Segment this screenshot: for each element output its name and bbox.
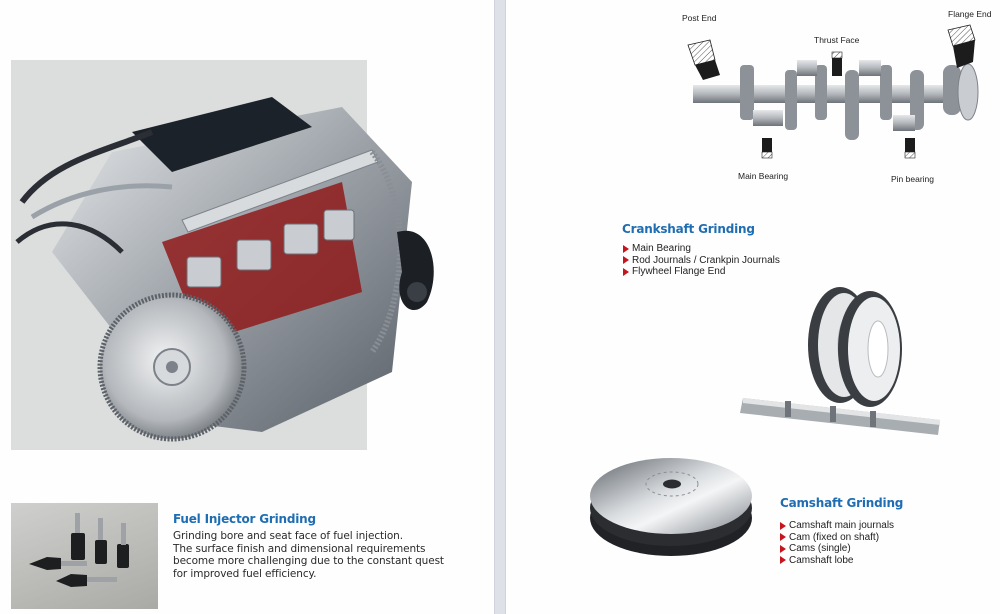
- bullet-arrow-icon: [780, 544, 786, 553]
- fuel-injector-description: Grinding bore and seat face of fuel inje…: [173, 530, 444, 580]
- list-item: Flywheel Flange End: [623, 266, 780, 278]
- list-item: Camshaft lobe: [780, 555, 894, 567]
- crankshaft-grinding-list: Main Bearing Rod Journals / Crankpin Jou…: [623, 243, 780, 278]
- description-line: The surface finish and dimensional requi…: [173, 542, 426, 555]
- crankshaft-grinding-heading: Crankshaft Grinding: [622, 222, 755, 236]
- left-page: Fuel Injector Grinding Grinding bore and…: [0, 0, 494, 614]
- fuel-injector-grinding-heading: Fuel Injector Grinding: [173, 512, 316, 526]
- bullet-arrow-icon: [623, 244, 629, 253]
- grinding-disk-image: [590, 458, 752, 556]
- camshaft-grinding-wheels-image: [740, 287, 940, 435]
- list-item: Cams (single): [780, 543, 894, 555]
- description-line: Grinding bore and seat face of fuel inje…: [173, 530, 403, 542]
- bullet-arrow-icon: [623, 256, 629, 265]
- bullet-arrow-icon: [623, 267, 629, 276]
- page-gutter-divider: [494, 0, 506, 614]
- list-item: Camshaft main journals: [780, 520, 894, 532]
- bullet-arrow-icon: [780, 521, 786, 530]
- label-post-end: Post End: [682, 13, 717, 23]
- bullet-arrow-icon: [780, 556, 786, 565]
- description-line: for improved fuel efficiency.: [173, 567, 317, 580]
- bullet-arrow-icon: [780, 533, 786, 542]
- list-item: Cam (fixed on shaft): [780, 532, 894, 544]
- camshaft-grinding-heading: Camshaft Grinding: [780, 496, 904, 510]
- label-main-bearing: Main Bearing: [738, 171, 789, 181]
- engine-cutaway-image: [15, 97, 434, 442]
- crankshaft-diagram-image: [687, 24, 979, 159]
- list-item: Main Bearing: [623, 243, 780, 255]
- fuel-injector-pins-image: [11, 503, 158, 609]
- label-flange-end: Flange End: [948, 9, 992, 19]
- list-item: Rod Journals / Crankpin Journals: [623, 255, 780, 267]
- camshaft-grinding-list: Camshaft main journals Cam (fixed on sha…: [780, 520, 894, 566]
- label-thrust-face: Thrust Face: [814, 35, 860, 45]
- label-pin-bearing: Pin bearing: [891, 174, 935, 184]
- description-line: become more challenging due to the const…: [173, 555, 444, 567]
